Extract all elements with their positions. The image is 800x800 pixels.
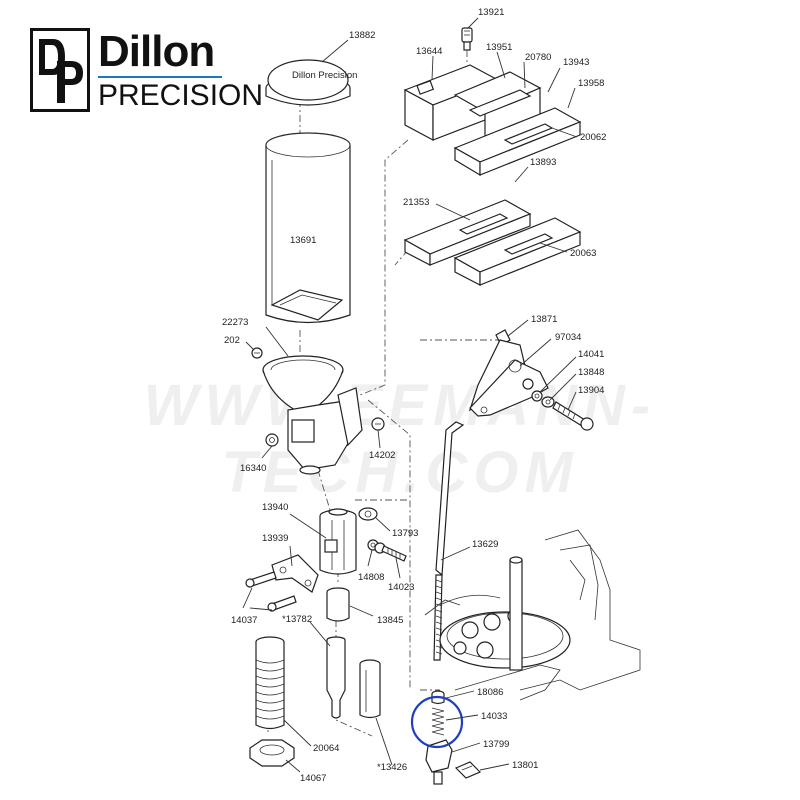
label-13848: 13848 <box>578 367 604 378</box>
part-13799-block <box>425 739 453 785</box>
part-14202-screw <box>371 417 385 431</box>
part-20063-slider <box>453 217 582 286</box>
part-14067-nut <box>249 739 295 767</box>
label-22273: 22273 <box>222 317 248 328</box>
label-18086: 18086 <box>477 687 503 698</box>
highlight-circle-14033 <box>410 695 464 749</box>
part-14041-washer <box>531 390 543 402</box>
label-13882: 13882 <box>349 30 375 41</box>
press-frame <box>424 529 641 701</box>
part-13921-screw <box>461 27 473 62</box>
part-13426-sleeve <box>359 659 381 719</box>
part-13691-powder-tube <box>265 132 351 324</box>
label-13951: 13951 <box>486 42 512 53</box>
label-13871: 13871 <box>531 314 557 325</box>
label-16340: 16340 <box>240 463 266 474</box>
label-14808: 14808 <box>358 572 384 583</box>
part-13940-die-body <box>319 508 357 575</box>
label-13958: 13958 <box>578 78 604 89</box>
label-13691: 13691 <box>290 235 316 246</box>
brand-rule <box>98 76 222 78</box>
label-13793: 13793 <box>392 528 418 539</box>
brand-name-precision: PRECISION <box>98 79 264 112</box>
label-13845: 13845 <box>377 615 403 626</box>
part-16340-nut <box>265 433 279 447</box>
label-13629: 13629 <box>472 539 498 550</box>
part-number-labels: 13921 13882 13644 13951 20780 13943 1395… <box>222 7 606 784</box>
label-14023: 14023 <box>388 582 414 593</box>
leader-lines <box>242 17 578 773</box>
part-powder-hopper <box>262 355 363 475</box>
label-13939: 13939 <box>262 533 288 544</box>
dp-monogram-icon <box>39 39 83 103</box>
label-13801: 13801 <box>512 760 538 771</box>
label-13426: *13426 <box>377 762 407 773</box>
part-13939-linkage <box>271 554 319 593</box>
label-202: 202 <box>224 335 240 346</box>
dp-logo-mark <box>30 28 90 112</box>
label-20062: 20062 <box>580 132 606 143</box>
brand-name-dillon: Dillon <box>98 27 215 76</box>
dillon-logo: Dillon PRECISION <box>30 27 263 116</box>
part-14033-spring <box>431 707 445 736</box>
label-14202: 14202 <box>369 450 395 461</box>
part-13904-bolt <box>552 401 594 431</box>
part-20064-funnel <box>255 636 285 730</box>
label-14037: 14037 <box>231 615 257 626</box>
label-13799: 13799 <box>483 739 509 750</box>
label-13893: 13893 <box>530 157 556 168</box>
cap-lettering: Dillon Precision <box>292 70 357 81</box>
label-20780: 20780 <box>525 52 551 63</box>
label-13644: 13644 <box>416 46 442 57</box>
label-13940: 13940 <box>262 502 288 513</box>
part-13782-rod <box>326 636 346 719</box>
part-14037-bolts <box>245 571 297 612</box>
label-14033: 14033 <box>481 711 507 722</box>
label-97034: 97034 <box>555 332 581 343</box>
part-13801-clip <box>454 761 482 779</box>
part-21353-slider <box>403 199 532 266</box>
label-13782: *13782 <box>282 614 312 625</box>
label-20064: 20064 <box>313 743 339 754</box>
part-13848-washer <box>541 396 555 408</box>
part-20062-slider <box>453 107 582 177</box>
label-13904: 13904 <box>578 385 604 396</box>
label-21353: 21353 <box>403 197 429 208</box>
part-13845-sleeve <box>326 587 350 622</box>
label-13943: 13943 <box>563 57 589 68</box>
part-13882-cap: Dillon Precision <box>265 59 357 106</box>
part-202-screw <box>251 347 263 359</box>
label-20063: 20063 <box>570 248 596 259</box>
label-13921: 13921 <box>478 7 504 18</box>
label-14041: 14041 <box>578 349 604 360</box>
part-13793-bushing <box>358 507 378 521</box>
part-14023-bolt <box>374 542 407 562</box>
label-14067: 14067 <box>300 773 326 784</box>
